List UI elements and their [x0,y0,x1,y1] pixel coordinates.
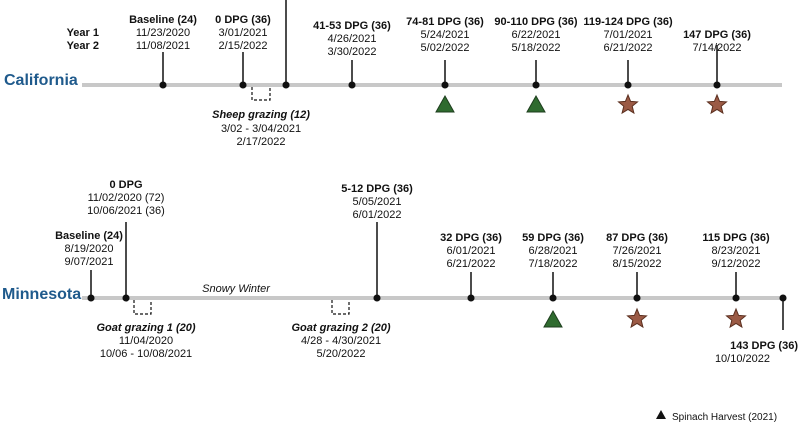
brown-star-icon [626,307,648,329]
minnesota-ticks [87,222,787,330]
green-triangle-icon [435,94,455,113]
sheep-grazing-marker [251,87,271,101]
california-label: California [4,72,78,89]
green-triangle-icon [543,309,563,328]
snowy-winter-annotation: Snowy Winter [202,283,270,295]
brown-star-icon [725,307,747,329]
year-2-label: Year 2 [66,40,99,52]
brown-star-icon [706,93,728,115]
minnesota-label: Minnesota [2,286,82,303]
california-ticks [159,0,721,89]
green-triangle-icon [526,94,546,113]
green-triangle-icon [656,410,666,419]
goat-grazing-1-marker [133,300,152,315]
brown-star-icon [617,93,639,115]
goat-grazing-2-marker [331,300,350,315]
year-1-label: Year 1 [66,27,99,39]
legend-harvest-label: Spinach Harvest (2021) [672,412,778,423]
